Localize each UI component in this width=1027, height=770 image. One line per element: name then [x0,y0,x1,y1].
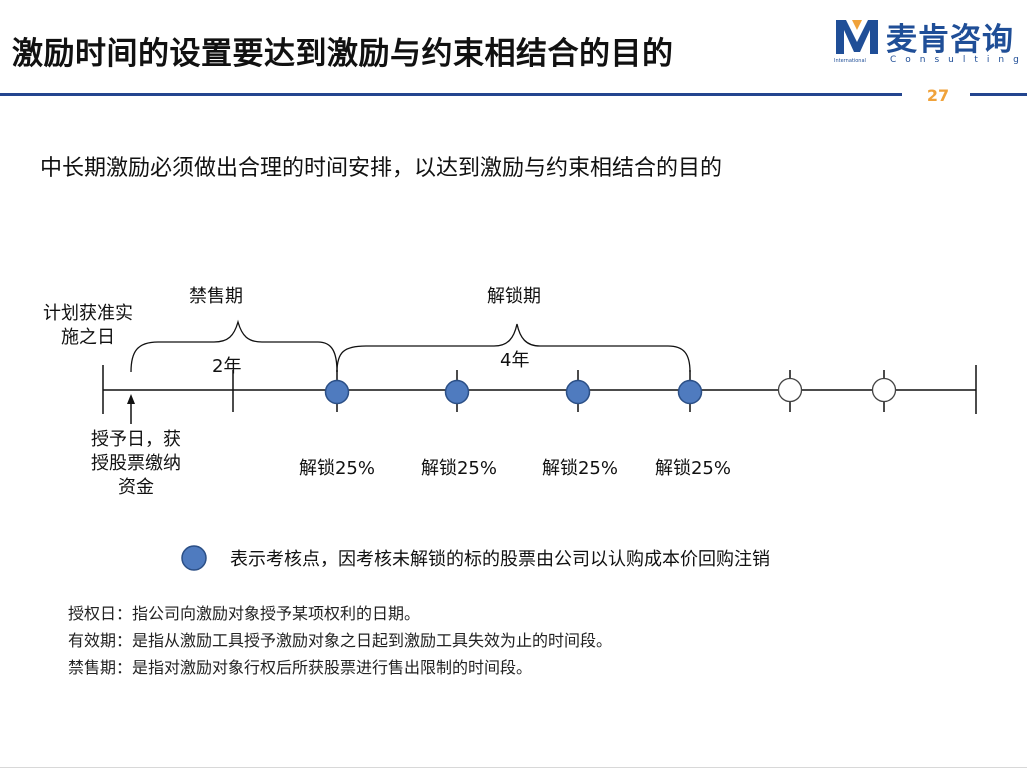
plan-approval-label: 计划获准实 施之日 [28,302,148,350]
grant-date-label-line: 授股票缴纳 [91,453,181,474]
definition-lockup-period: 禁售期：是指对激励对象行权后所获股票进行售出限制的时间段。 [68,658,533,677]
checkpoint-marker [565,379,591,405]
company-logo-tagline: International [834,58,866,64]
unlock-brace [336,323,691,373]
unlock-point-label: 解锁25% [654,458,731,479]
section-subtitle: 中长期激励必须做出合理的时间安排，以达到激励与约束相结合的目的 [40,156,723,181]
unlock-point-label: 解锁25% [298,458,375,479]
checkpoint-marker [677,379,703,405]
grant-arrow-head [127,394,135,404]
unlock-point-label: 解锁25% [541,458,618,479]
future-marker [871,377,897,403]
page-number: 27 [926,86,950,105]
checkpoint-marker [324,379,350,405]
lockup-period-label: 禁售期 [189,286,243,307]
grant-date-label-line: 授予日，获 [91,429,181,450]
company-logo-english: Consulting [890,55,1027,65]
grant-date-label: 授予日，获 授股票缴纳 资金 [76,428,196,500]
header-divider [0,93,902,96]
definition-grant-date: 授权日：指公司向激励对象授予某项权利的日期。 [68,604,421,623]
unlock-period-label: 解锁期 [487,286,541,307]
page-title: 激励时间的设置要达到激励与约束相结合的目的 [12,36,674,72]
checkpoint-marker [444,379,470,405]
lockup-brace [130,319,338,373]
company-logo-name: 麦肯咨询 [886,22,1014,58]
definition-validity-period: 有效期：是指从激励工具授予激励对象之日起到激励工具失效为止的时间段。 [68,631,613,650]
footer-divider [0,767,1027,768]
header-divider-right [970,93,1027,96]
plan-approval-label-line: 计划获准实 [43,303,133,324]
lockup-duration-label: 2年 [212,356,242,377]
plan-approval-label-line: 施之日 [61,327,115,348]
unlock-point-label: 解锁25% [420,458,497,479]
company-logo-mark [836,20,878,54]
unlock-duration-label: 4年 [500,350,530,371]
grant-date-label-line: 资金 [118,477,154,498]
legend-description: 表示考核点，因考核未解锁的标的股票由公司以认购成本价回购注销 [230,549,770,570]
future-marker [777,377,803,403]
legend-checkpoint-icon [181,545,207,571]
